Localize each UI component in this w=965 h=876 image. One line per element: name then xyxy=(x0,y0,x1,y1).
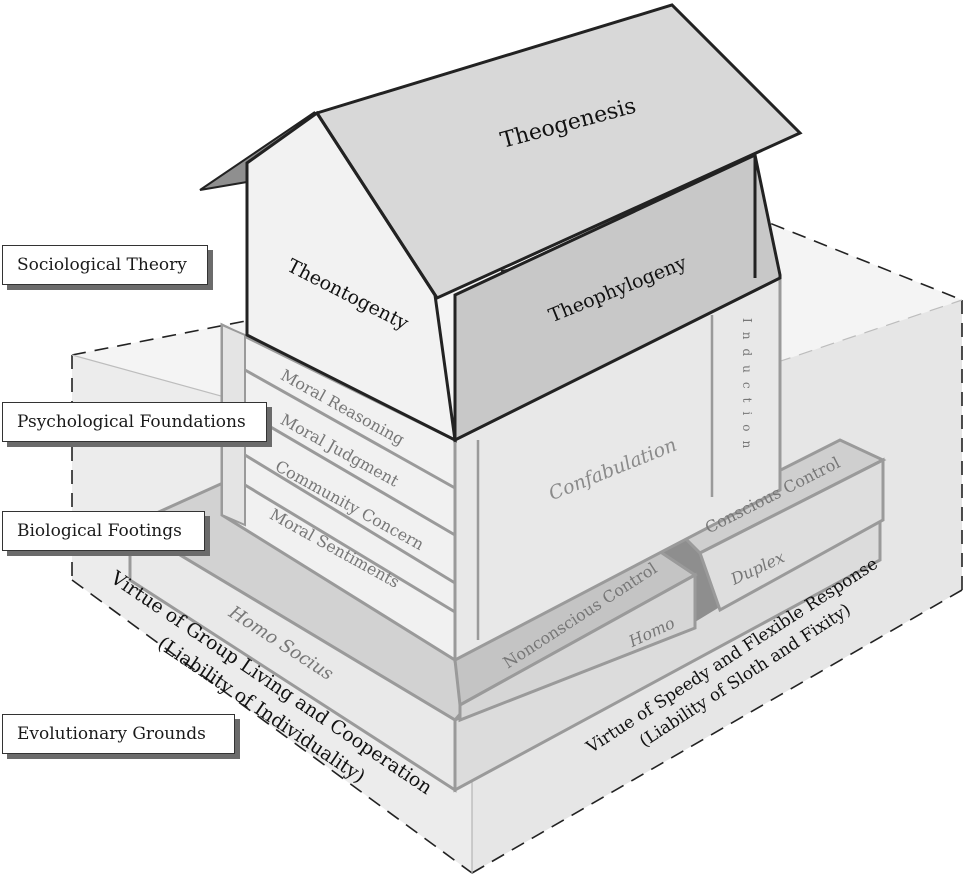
house-block xyxy=(199,3,803,443)
psych-layer-line-3 xyxy=(244,453,456,585)
biological-footings-label: Biological Footings xyxy=(2,511,205,551)
conscious-block-front xyxy=(698,457,885,613)
induction-label: Induction xyxy=(740,318,754,457)
psych-layer-line-4 xyxy=(244,483,456,614)
sociological-theory-label: Sociological Theory xyxy=(2,245,208,285)
psych-layer-line-1 xyxy=(244,368,456,490)
house-left-wall xyxy=(245,110,457,443)
evolutionary-grounds-label: Evolutionary Grounds xyxy=(2,714,235,754)
nonconscious-block-front xyxy=(458,572,697,723)
psychological-foundations-label: Psychological Foundations xyxy=(2,402,267,442)
psych-layer-line-2 xyxy=(244,410,456,537)
evo-dashed-bottom-right xyxy=(471,589,963,874)
evo-dashed-bottom-left xyxy=(71,579,473,874)
roof-eave-left xyxy=(315,112,439,299)
